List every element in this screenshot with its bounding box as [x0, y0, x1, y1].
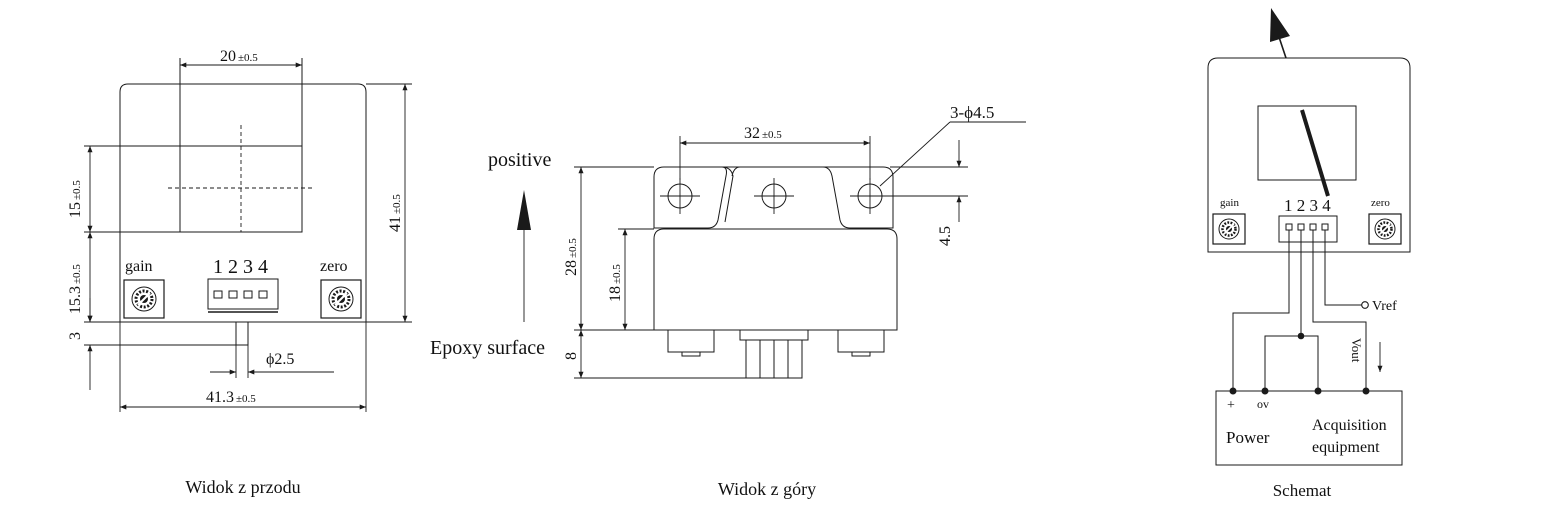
- front-pin-numbers: 1 2 3 4: [213, 256, 268, 278]
- schem-pin-numbers: 1 2 3 4: [1284, 196, 1331, 215]
- epoxy-surface-label: Epoxy surface: [430, 337, 545, 359]
- dim-hole-spacing: 32±0.5: [744, 125, 782, 142]
- dim-width-top: 20±0.5: [220, 48, 258, 65]
- equipment-label: equipment: [1312, 439, 1380, 456]
- dim-body-height: 18±0.5: [607, 264, 624, 302]
- top-view: positive Epoxy surface: [430, 103, 1026, 499]
- dim-hole-offset: 4.5: [937, 226, 954, 246]
- dim-overall-height: 41±0.5: [387, 194, 404, 232]
- front-view-caption: Widok z przodu: [185, 477, 300, 497]
- plus-label: +: [1227, 398, 1235, 413]
- schem-gain-label: gain: [1220, 197, 1239, 209]
- positive-label: positive: [488, 149, 551, 171]
- dim-lower-height: 15.3±0.5: [67, 264, 84, 314]
- schem-zero-label: zero: [1371, 197, 1390, 209]
- power-acquisition-box: [1215, 390, 1403, 466]
- dim-window-height: 15±0.5: [67, 180, 84, 218]
- current-direction-arrow-icon: [1270, 8, 1290, 42]
- top-body: [653, 228, 898, 331]
- schem-connector: [1278, 215, 1338, 243]
- schem-zero-potentiometer: [1367, 212, 1403, 246]
- top-flange: [653, 166, 727, 229]
- acquisition-label: Acquisition: [1312, 417, 1387, 434]
- vout-label: Vout: [1349, 338, 1364, 363]
- front-zero-potentiometer: [319, 278, 363, 320]
- sensor-window: [1257, 105, 1357, 181]
- front-gain-potentiometer: [122, 278, 166, 320]
- front-connector: [207, 278, 279, 310]
- dim-pin-length: 8: [563, 352, 580, 360]
- vref-label: Vref: [1372, 299, 1397, 314]
- front-zero-label: zero: [320, 258, 348, 275]
- front-pin: [235, 321, 249, 346]
- dim-pin-offset: 3: [67, 332, 84, 340]
- sensor-body: [1207, 57, 1411, 253]
- dim-holes: 3-ϕ4.5: [950, 103, 994, 122]
- dim-total-height: 28±0.5: [563, 238, 580, 276]
- schematic-caption: Schemat: [1273, 481, 1332, 500]
- power-label: Power: [1226, 428, 1270, 447]
- top-view-caption: Widok z góry: [718, 479, 816, 499]
- dim-pin-diameter: ϕ2.5: [266, 351, 294, 368]
- top-connector: [739, 329, 809, 341]
- front-view: 20±0.5 15±0.5 15.3±0.5 3 41±0.5 gain zer…: [67, 48, 412, 497]
- schem-gain-potentiometer: [1211, 212, 1247, 246]
- conductor: [1300, 109, 1330, 197]
- front-gain-label: gain: [125, 258, 153, 275]
- dim-overall-width: 41.3±0.5: [206, 389, 256, 406]
- schematic: gain zero 1 2 3 4 Vref Vout + ov Power A…: [1207, 8, 1411, 500]
- positive-arrow-icon: [517, 190, 531, 230]
- ov-label: ov: [1257, 397, 1269, 411]
